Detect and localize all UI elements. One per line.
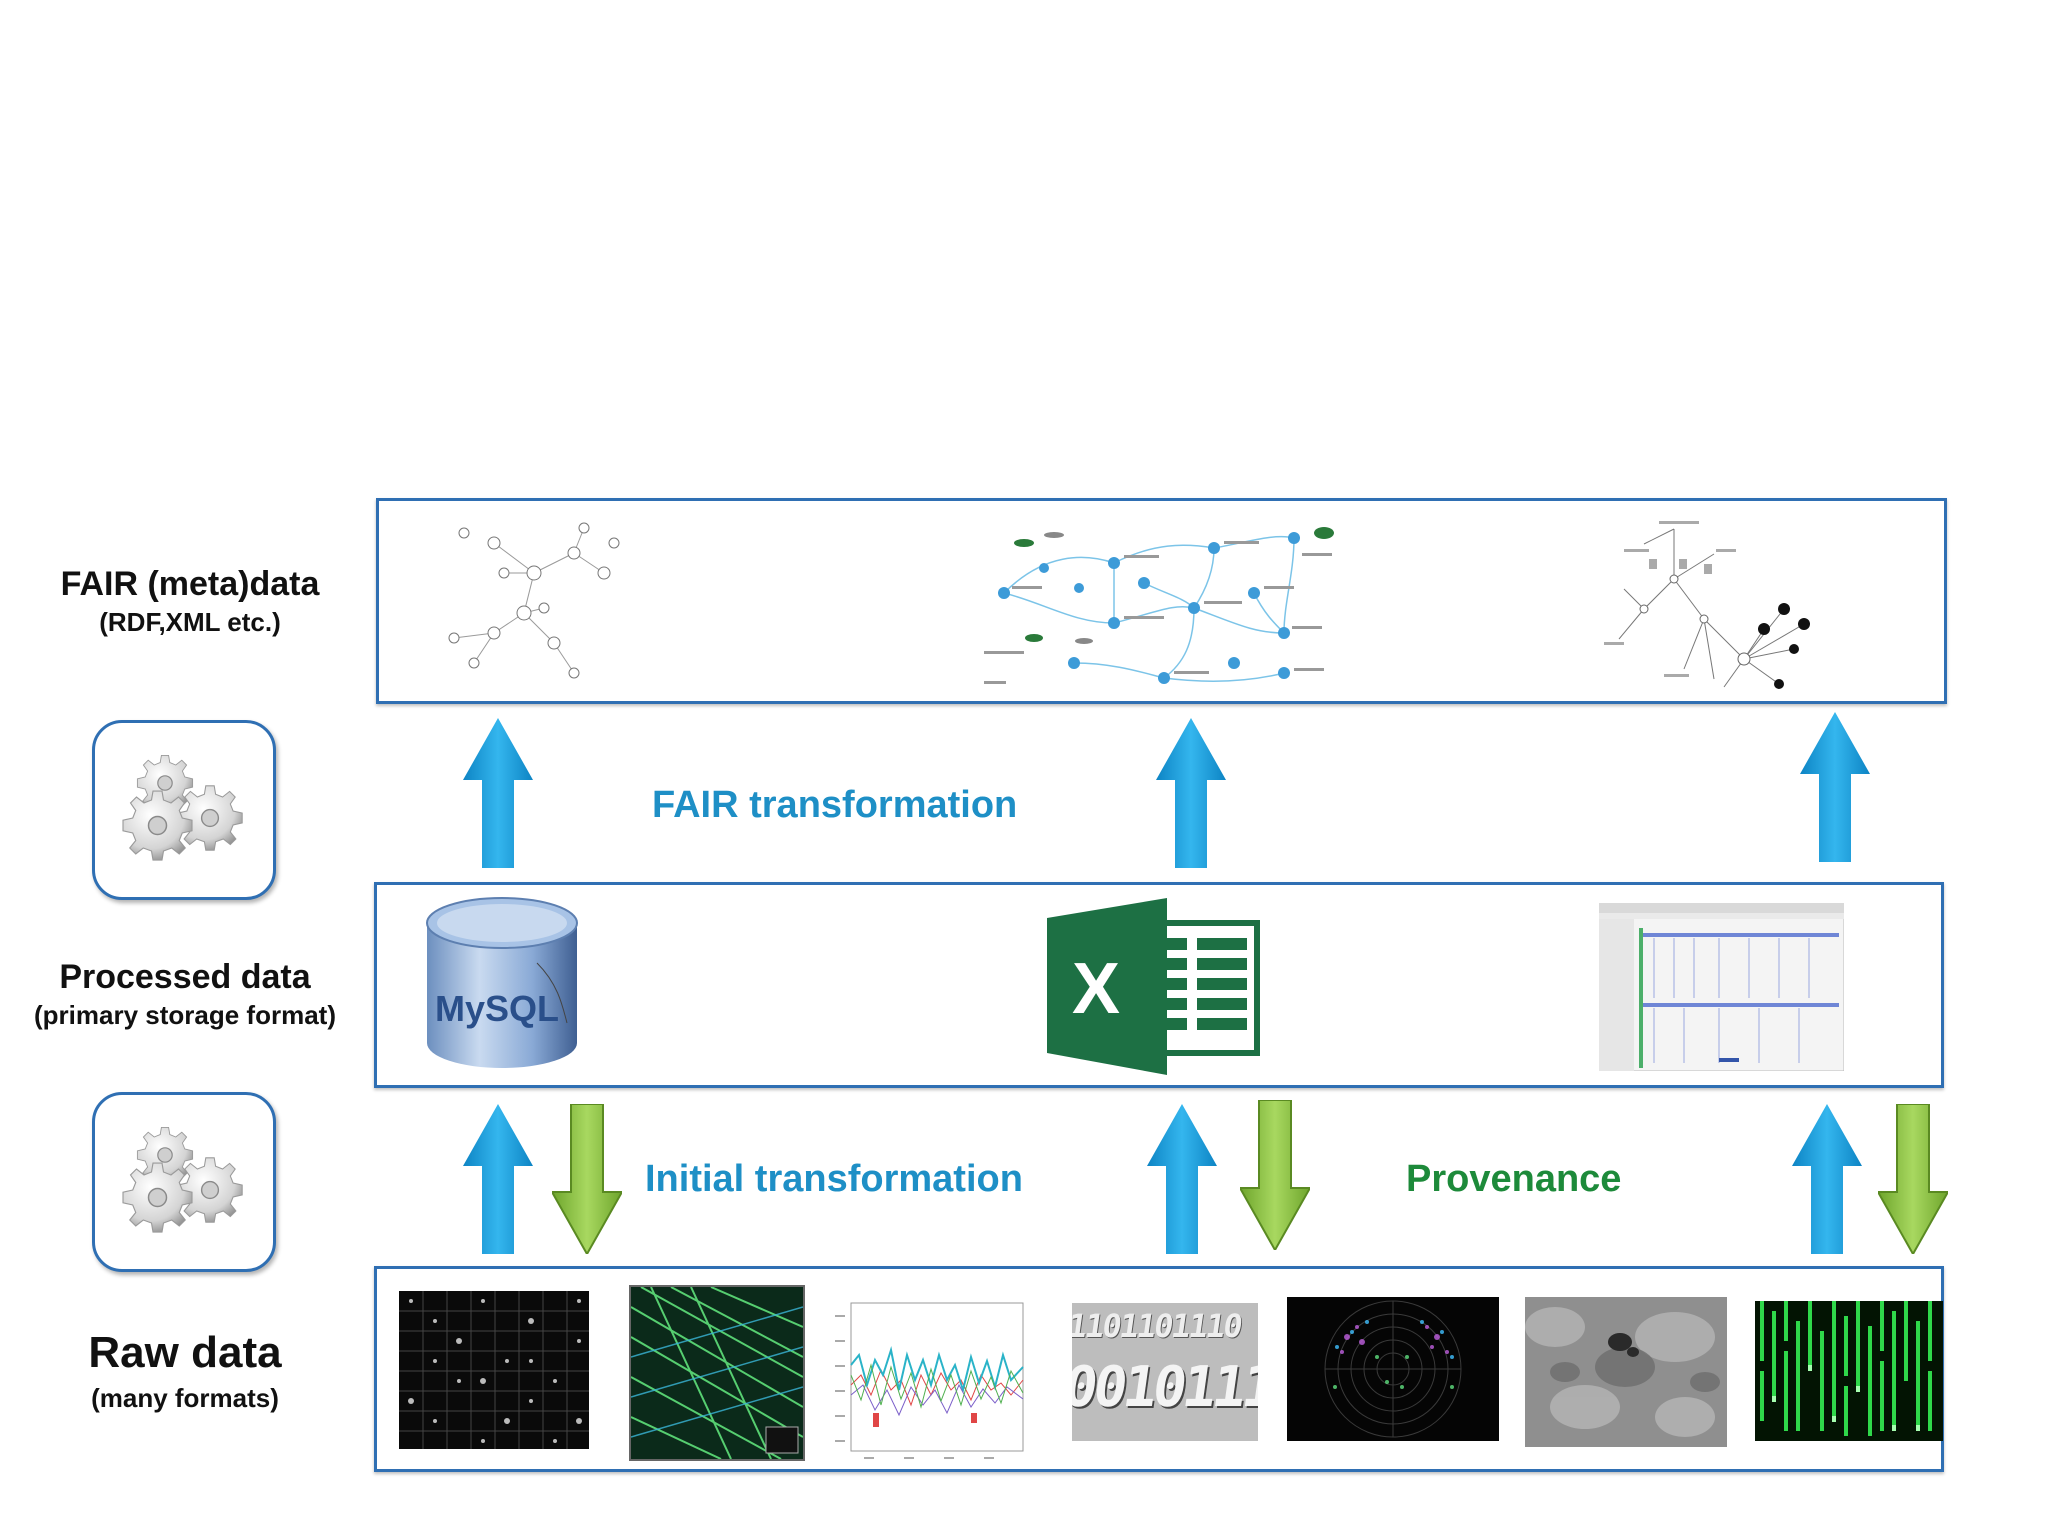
provenance-label: Provenance: [1406, 1158, 1622, 1200]
rdf-network-thumbnail: [984, 527, 1334, 684]
down-arrow-icon: [552, 1104, 622, 1254]
gears-icon: [122, 1126, 243, 1233]
gears-box-fair: [92, 720, 276, 900]
processed-layer-subtitle: (primary storage format): [34, 1000, 336, 1030]
xml-tree-thumbnail: [1604, 521, 1810, 689]
up-arrow-icon: [1800, 712, 1870, 862]
up-arrow-icon: [1792, 1104, 1862, 1254]
up-arrow-icon: [463, 1104, 533, 1254]
binary-line-2: 0010111011: [1072, 1355, 1258, 1420]
rdf-graph-thumbnail: [448, 522, 620, 679]
binary-line-1: 1101101110: [1072, 1307, 1244, 1345]
mysql-logo: MySQL: [426, 897, 578, 1068]
up-arrow-icon: [463, 718, 533, 868]
down-arrow-icon: [1878, 1104, 1948, 1254]
fair-layer-subtitle: (RDF,XML etc.): [99, 607, 281, 637]
up-arrow-icon: [1147, 1104, 1217, 1254]
raw-image-grid-thumbnail: [399, 1291, 589, 1449]
raw-layer-subtitle: (many formats): [91, 1383, 279, 1413]
initial-transformation-label: Initial transformation: [645, 1158, 1023, 1200]
processed-data-box: MySQL X: [374, 882, 1944, 1088]
excel-x-text: X: [1072, 949, 1120, 1029]
fair-layer-title: FAIR (meta)data: [60, 565, 320, 603]
raw-fiber-thumbnail: [629, 1285, 805, 1461]
mysql-text: MySQL: [435, 988, 559, 1029]
raw-data-box: 1101101110 0010111011: [374, 1266, 1944, 1472]
raw-polar-thumbnail: [1287, 1297, 1499, 1441]
gears-box-initial: [92, 1092, 276, 1272]
down-arrow-icon: [1240, 1100, 1310, 1250]
raw-microscopy-thumbnail: [1525, 1297, 1727, 1447]
raw-signal-plot-thumbnail: [829, 1295, 1029, 1467]
raw-matrix-thumbnail: [1755, 1301, 1943, 1441]
fair-transformation-label: FAIR transformation: [652, 784, 1018, 826]
excel-logo: X: [1047, 898, 1260, 1075]
processed-layer-title: Processed data: [59, 958, 311, 996]
fair-data-box: [376, 498, 1947, 704]
raw-layer-title: Raw data: [88, 1328, 282, 1377]
up-arrow-icon: [1156, 718, 1226, 868]
spreadsheet-thumbnail: [1599, 903, 1844, 1071]
raw-binary-thumbnail: 1101101110 0010111011: [1072, 1303, 1258, 1441]
gears-icon: [122, 754, 243, 861]
